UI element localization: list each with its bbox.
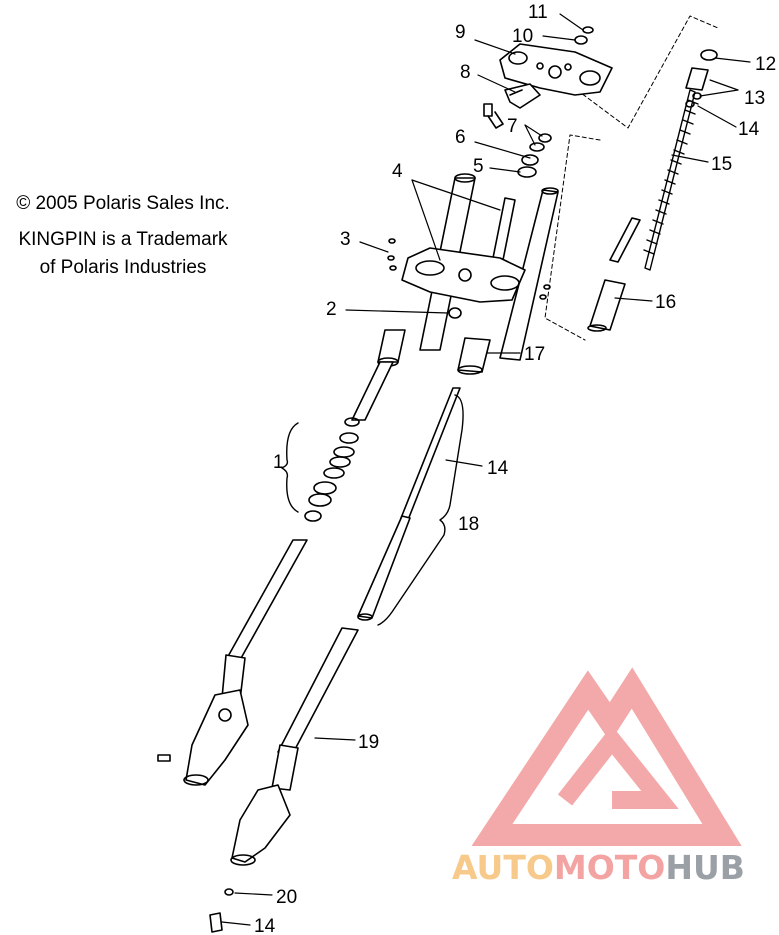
callout-5: 5 [473, 156, 484, 177]
left-lower-leg [157, 539, 308, 786]
callout-15: 15 [711, 154, 732, 175]
callout-14-middle: 14 [487, 458, 509, 479]
fork-spring [643, 89, 699, 271]
watermark-brand-text: AUTOMOTOHUB [452, 851, 745, 884]
callout-20: 20 [276, 887, 297, 908]
spacer-tube [589, 279, 626, 331]
leader-lines [221, 13, 751, 926]
callout-14-bottom: 14 [254, 916, 276, 935]
callout-3: 3 [340, 229, 351, 250]
callout-14-top: 14 [738, 119, 760, 140]
watermark-logo-icon [471, 667, 742, 846]
damper-rod-assembly [357, 387, 461, 621]
watermark-text-hub: HUB [665, 848, 745, 887]
trademark-note-line2: of Polaris Industries [39, 257, 207, 278]
shock-outline-box [544, 15, 719, 341]
watermark-text-moto: MOTO [553, 848, 666, 887]
callout-4: 4 [392, 161, 403, 182]
callout-1: 1 [273, 452, 284, 473]
callout-2: 2 [326, 299, 337, 320]
callout-18: 18 [458, 514, 479, 535]
bracket-1 [281, 422, 299, 513]
callout-17: 17 [524, 344, 545, 365]
callout-numbers: 11 10 9 8 7 6 5 4 3 2 1 12 13 14 15 16 1… [254, 2, 776, 935]
callout-16: 16 [655, 292, 676, 313]
callout-19: 19 [358, 732, 379, 753]
callout-11: 11 [528, 2, 548, 23]
nut-part [582, 26, 594, 34]
callout-6: 6 [455, 127, 466, 148]
left-inner-tube [351, 361, 394, 421]
lower-triple-clamp [401, 247, 526, 303]
callout-9: 9 [455, 22, 466, 43]
stem-bracket [483, 83, 541, 129]
callout-12: 12 [755, 54, 776, 75]
bracket-18 [377, 394, 464, 626]
right-fork-tube-upper [499, 187, 559, 361]
right-lower-leg [230, 627, 359, 866]
callout-8: 8 [460, 62, 471, 83]
copyright-note: © 2005 Polaris Sales Inc. [16, 193, 230, 214]
right-fork-boot [457, 337, 491, 375]
callout-7: 7 [507, 116, 518, 137]
callout-10: 10 [512, 26, 533, 47]
left-fork-boot [377, 329, 406, 367]
washer-part [574, 35, 588, 45]
trademark-note-line1: KINGPIN is a Trademark [18, 229, 228, 250]
bushing-kit [304, 417, 360, 522]
callout-13: 13 [744, 88, 765, 109]
upper-triple-clamp [499, 43, 613, 96]
watermark-text-auto: AUTO [452, 848, 554, 887]
